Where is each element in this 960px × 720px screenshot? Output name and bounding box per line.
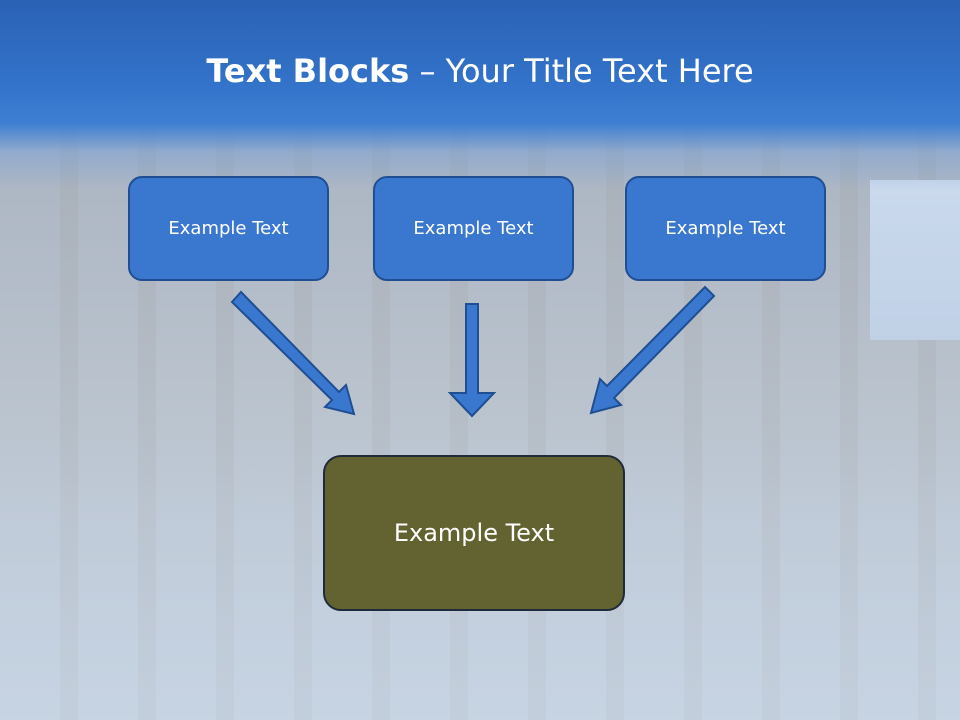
arrow-left bbox=[230, 290, 356, 416]
text-block-3-label: Example Text bbox=[665, 218, 786, 239]
text-block-1-label: Example Text bbox=[168, 218, 289, 239]
arrow-right bbox=[589, 285, 716, 415]
arrow-center bbox=[447, 303, 497, 418]
text-block-3[interactable]: Example Text bbox=[625, 176, 826, 281]
title-bar bbox=[0, 0, 960, 190]
text-block-2[interactable]: Example Text bbox=[373, 176, 574, 281]
background-sky bbox=[870, 180, 960, 340]
text-block-1[interactable]: Example Text bbox=[128, 176, 329, 281]
title-rest: Your Title Text Here bbox=[445, 52, 754, 90]
title-separator: – bbox=[409, 52, 446, 90]
slide-title: Text Blocks – Your Title Text Here bbox=[0, 52, 960, 90]
result-block[interactable]: Example Text bbox=[323, 455, 625, 611]
title-bold: Text Blocks bbox=[206, 52, 410, 90]
result-block-label: Example Text bbox=[393, 519, 555, 547]
text-block-2-label: Example Text bbox=[413, 218, 534, 239]
